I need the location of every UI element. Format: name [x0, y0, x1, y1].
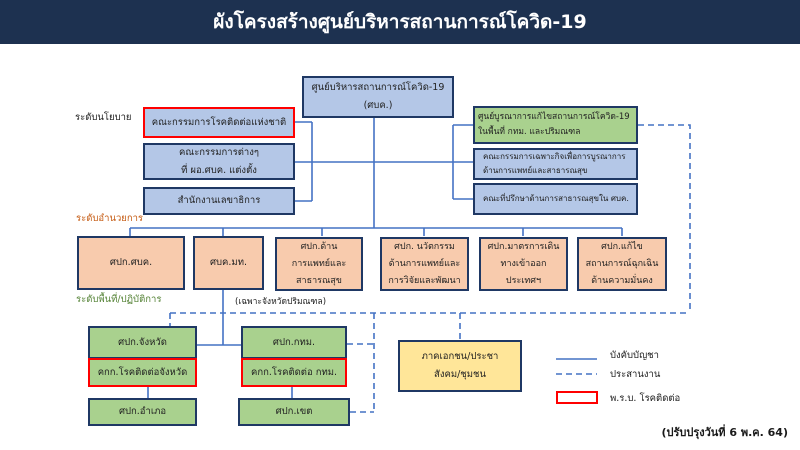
level-directing-label: ระดับอำนวยการ [76, 213, 144, 224]
legend-red-box [556, 391, 598, 404]
province-committee-box: คกก.โรคติดต่อจังหวัด [88, 358, 197, 387]
policy-box-special-committee: คณะกรรมการเฉพาะกิจเพื่อการบูรณาการ ด้านก… [473, 148, 638, 180]
dashed-line [638, 124, 691, 313]
directing-unit: ศปก. นวัตกรรม ด้านการแพทย์และ การวิจัยแล… [380, 237, 469, 291]
directing-unit: ศปก.ด้าน การแพทย์และ สาธารณสุข [275, 237, 363, 291]
policy-box-secretariat: สำนักงานเลขาธิการ [143, 187, 295, 215]
directing-unit: ศปก.แก้ไข สถานการณ์ฉุกเฉิน ด้านความมั่นค… [577, 237, 667, 291]
updated-date: (ปรับปรุงวันที่ 6 พ.ค. 64) [661, 426, 788, 439]
note-text: (เฉพาะจังหวัดปริมณฑล) [235, 297, 327, 307]
policy-box-integration-center: ศูนย์บูรณาการแก้ไขสถานการณ์โควิด-19 ในพื… [473, 106, 638, 144]
bkk-center-box: ศปก.กทม. [241, 326, 347, 359]
private-sector-box: ภาคเอกชน/ประชา สังคม/ชุมชน [398, 340, 522, 392]
directing-unit: ศบค.มท. [193, 236, 264, 290]
policy-box-national-committee: คณะกรรมการโรคติดต่อแห่งชาติ [143, 107, 295, 138]
legend-coordinate-label: ประสานงาน [610, 369, 661, 380]
district-center-box: ศปก.อำเภอ [88, 398, 197, 426]
level-policy-label: ระดับนโยบาย [75, 112, 132, 123]
policy-box-committees: คณะกรรมการต่างๆ ที่ ผอ.ศบค. แต่งตั้ง [143, 143, 295, 180]
bkk-district-box: ศปก.เขต [238, 398, 350, 426]
page-title: ผังโครงสร้างศูนย์บริหารสถานการณ์โควิด-19 [0, 0, 800, 44]
directing-unit: ศปก.ศบค. [77, 236, 185, 290]
policy-box-advisory: คณะที่ปรึกษาด้านการสาธารณสุขใน ศบค. [473, 183, 638, 215]
directing-unit: ศปก.มาตรการเดิน ทางเข้าออก ประเทศฯ [479, 237, 568, 291]
legend-act-label: พ.ร.บ. โรคติดต่อ [610, 393, 681, 404]
level-operational-label: ระดับพื้นที่/ปฏิบัติการ [76, 294, 162, 305]
legend-command-label: บังคับบัญชา [610, 350, 659, 361]
center-box: ศูนย์บริหารสถานการณ์โควิด-19 (ศบค.) [302, 76, 454, 118]
bkk-committee-box: คกก.โรคติดต่อ กทม. [241, 358, 347, 387]
province-center-box: ศปก.จังหวัด [88, 326, 197, 359]
